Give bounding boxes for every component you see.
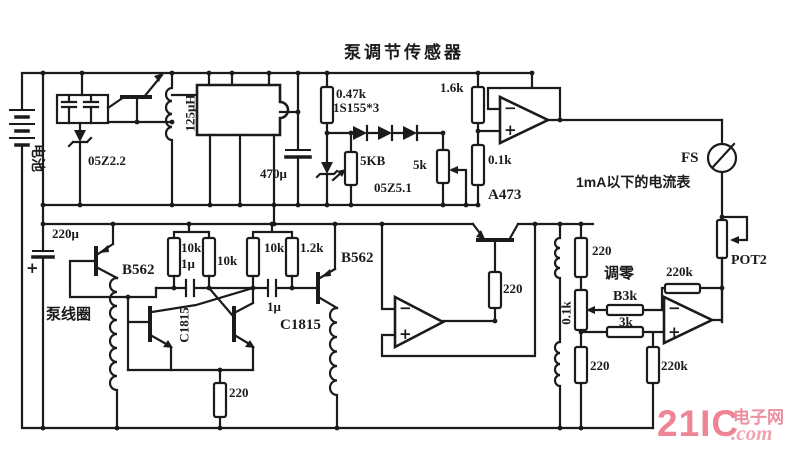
zero-adjust-stage [579,256,724,430]
res-3k-label: 3k [619,314,633,329]
meter-note-label: 1mA以下的电流表 [576,174,691,190]
res-220k-fb-label: 220k [666,264,693,279]
pot2-label: POT2 [731,253,767,268]
res-047k-label: 0.47k [336,86,366,101]
tr-b562-right-label: B562 [341,250,374,266]
res-10k-1-label: 10k [181,240,202,255]
page-title: 泵调节传感器 [344,43,464,62]
res-01k-top-label: 0.1k [488,152,512,167]
res-220-right-top-label: 220 [592,243,612,258]
opamp2-plus-sign: + [399,325,412,343]
res-01k-right-label: 0.1k [558,301,574,325]
ic-a473-label: A473 [488,187,522,203]
fs-meter [706,118,738,222]
tr-c1815-left-label: C1815 [176,307,192,343]
pump-driver-left [31,222,119,430]
cap-1u-1-label: 1μ [181,256,195,271]
zener-05z51-label: 05Z5.1 [374,180,412,195]
pot-b3k-label: B3k [613,289,638,304]
cap-470u [284,71,312,207]
cap-470u-label: 470μ [260,166,287,181]
multivibrator [68,222,320,430]
zero-adjust-label: 调零 [604,265,635,282]
right-divider [553,222,589,430]
transistor-t1 [106,73,174,124]
opamp-1 [476,71,724,146]
opamp3-minus-sign: − [668,299,681,317]
meter-fs-label: FS [681,150,699,166]
pump-driver-right [316,222,339,430]
diodes-1s155-label: 1S155*3 [333,100,380,115]
tr-b562-left-label: B562 [122,262,155,278]
battery-label: 电池 [30,144,46,172]
watermark-logo: 21IC [657,403,740,444]
sensor-network [315,71,486,207]
coil-125uh [164,71,199,207]
opamp1-plus-sign: + [504,121,517,139]
watermark-domain: .com [731,421,773,445]
opamp2-minus-sign: − [399,299,412,317]
zener-05z22-label: 05Z2.2 [88,153,126,168]
oscillator-box [55,71,110,125]
res-220k-gnd-label: 220k [661,358,688,373]
cap-plus-sign: + [26,259,39,277]
cap-1u-2-label: 1μ [267,299,281,314]
res-10k-3-label: 10k [264,240,285,255]
junction-dots [40,70,725,431]
res-10k-2-label: 10k [217,253,238,268]
tr-c1815-mid-label: C1815 [280,317,321,333]
battery-symbol [9,109,35,147]
ic-box [195,71,300,226]
res-12k-label: 1.2k [300,240,324,255]
pot-5kb-label: 5KB [360,153,386,168]
opamp1-minus-sign: − [504,99,517,117]
zener-05z22 [67,121,93,207]
opamp3-plus-sign: + [668,323,681,341]
res-220-drv-label: 220 [503,281,523,296]
pot-5k-label: 5k [413,157,427,172]
res-16k-label: 1.6k [440,80,464,95]
res-220-right-bot-label: 220 [590,358,610,373]
pump-coil-label: 泵线圈 [46,306,92,323]
watermark-site-name: 电子网 [733,408,784,427]
coil-125uh-label: 125μH [182,94,198,132]
res-220-osc-label: 220 [229,385,249,400]
power-rails [20,71,655,430]
a473-stage [380,222,595,358]
cap-220u-label: 220μ [52,226,79,241]
